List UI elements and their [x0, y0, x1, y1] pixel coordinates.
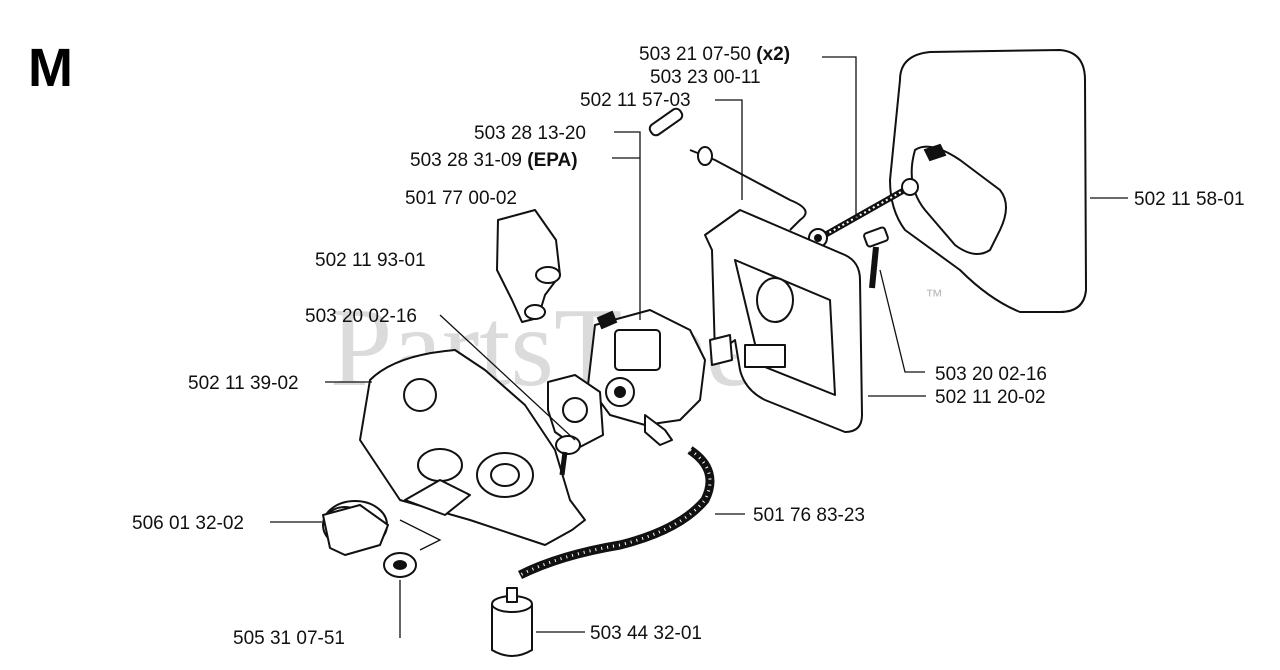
part-label: 502 11 57-03 [580, 90, 691, 111]
part-label: 503 20 02-16 [935, 364, 1047, 385]
part-label: 502 11 58-01 [1134, 189, 1245, 210]
part-label: 503 28 31-09 (EPA) [410, 150, 578, 171]
leader-lines [270, 56, 1128, 638]
housing-cover-drawing [359, 349, 586, 546]
part-label: 502 11 20-02 [935, 387, 1046, 408]
intake-elbow-drawing [496, 209, 561, 323]
gasket-drawing [547, 374, 604, 449]
part-label: 503 20 02-16 [305, 306, 417, 327]
part-label: 506 01 32-02 [132, 513, 244, 534]
choke-rod-drawing [648, 107, 807, 231]
short-bolt-drawing [863, 226, 889, 289]
part-label: 505 31 07-51 [233, 628, 345, 649]
fuel-line-drawing [517, 446, 715, 580]
part-label: 501 77 00-02 [405, 188, 517, 209]
part-label: 503 44 32-01 [590, 623, 702, 644]
carburetor-base-plate-drawing [704, 209, 863, 433]
part-label: 502 11 93-01 [315, 250, 426, 271]
part-label: 503 21 07-50 (x2) [639, 44, 790, 65]
part-label: 503 23 00-11 [650, 67, 761, 88]
section-letter: M [28, 38, 73, 98]
carb-screw-drawing [555, 435, 581, 476]
watermark-trademark: ™ [925, 286, 943, 306]
part-label: 503 28 13-20 [474, 123, 586, 144]
fuel-filter-drawing [491, 587, 533, 657]
air-filter-cover-drawing [889, 49, 1087, 313]
part-label: 502 11 39-02 [188, 373, 299, 394]
carburetor-drawing [587, 309, 706, 446]
nut-drawing [383, 552, 417, 578]
part-label: 501 76 83-23 [753, 505, 865, 526]
hub-drawing [322, 500, 389, 556]
